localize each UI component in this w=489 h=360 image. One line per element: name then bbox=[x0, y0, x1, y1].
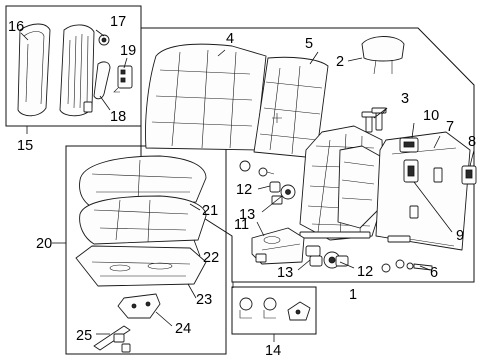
callout-22: 22 bbox=[203, 250, 219, 266]
part-5-right-seatback bbox=[253, 56, 329, 159]
callout-24: 24 bbox=[175, 321, 191, 337]
callout-8: 8 bbox=[468, 134, 476, 150]
callout-17: 17 bbox=[110, 14, 126, 30]
part-10-latch bbox=[399, 137, 419, 153]
callout-3: 3 bbox=[401, 91, 409, 107]
callout-16: 16 bbox=[8, 19, 24, 35]
part-12-upper-clip bbox=[239, 160, 281, 193]
callout-25: 25 bbox=[76, 328, 92, 344]
part-18-trim-strip bbox=[83, 61, 111, 113]
callout-12-upper: 12 bbox=[236, 182, 252, 198]
callout-11: 11 bbox=[234, 217, 249, 233]
callout-5: 5 bbox=[305, 36, 313, 52]
part-9-latch-handle bbox=[403, 159, 419, 183]
part-4-left-seatback bbox=[145, 43, 267, 151]
callout-6: 6 bbox=[430, 265, 438, 281]
callout-9: 9 bbox=[456, 228, 464, 244]
callout-1: 1 bbox=[349, 287, 357, 303]
part-12-lower-motor bbox=[323, 251, 349, 269]
part-22-seat-pad bbox=[79, 195, 207, 245]
part-24-bracket bbox=[117, 293, 161, 319]
part-21-seat-cover bbox=[79, 155, 207, 207]
part-17-clip bbox=[98, 34, 110, 46]
callout-20: 20 bbox=[36, 236, 52, 252]
part-3-headrest-guides bbox=[361, 107, 387, 133]
leader-lines bbox=[20, 29, 475, 342]
part-6-hardware bbox=[381, 235, 433, 273]
callout-21: 21 bbox=[202, 203, 218, 219]
callout-14: 14 bbox=[265, 343, 281, 359]
part-2-headrest bbox=[361, 36, 405, 75]
callout-2: 2 bbox=[336, 54, 344, 70]
part-13-upper-bushing bbox=[271, 184, 296, 205]
callout-4: 4 bbox=[226, 31, 234, 47]
callout-10: 10 bbox=[423, 108, 439, 124]
part-23-seat-pan bbox=[75, 245, 207, 287]
part-8-hinge-plate bbox=[461, 165, 477, 185]
callout-13-lower: 13 bbox=[277, 265, 293, 281]
callout-7: 7 bbox=[446, 119, 454, 135]
callout-12-lower: 12 bbox=[357, 264, 373, 280]
callout-13-upper: 13 bbox=[239, 207, 255, 223]
callout-18: 18 bbox=[110, 109, 126, 125]
part-11-armrest bbox=[251, 227, 305, 265]
part-13-lower-bushing bbox=[305, 245, 323, 267]
part-25-strap bbox=[93, 325, 131, 353]
part-14-hinge-clips bbox=[239, 297, 311, 321]
callout-15: 15 bbox=[17, 138, 33, 154]
part-7-back-panel bbox=[375, 131, 471, 251]
callout-23: 23 bbox=[196, 292, 212, 308]
seatback-frame bbox=[299, 125, 385, 241]
callout-19: 19 bbox=[120, 43, 136, 59]
part-19-bracket bbox=[113, 65, 133, 93]
part-16-side-bolster bbox=[17, 23, 51, 117]
